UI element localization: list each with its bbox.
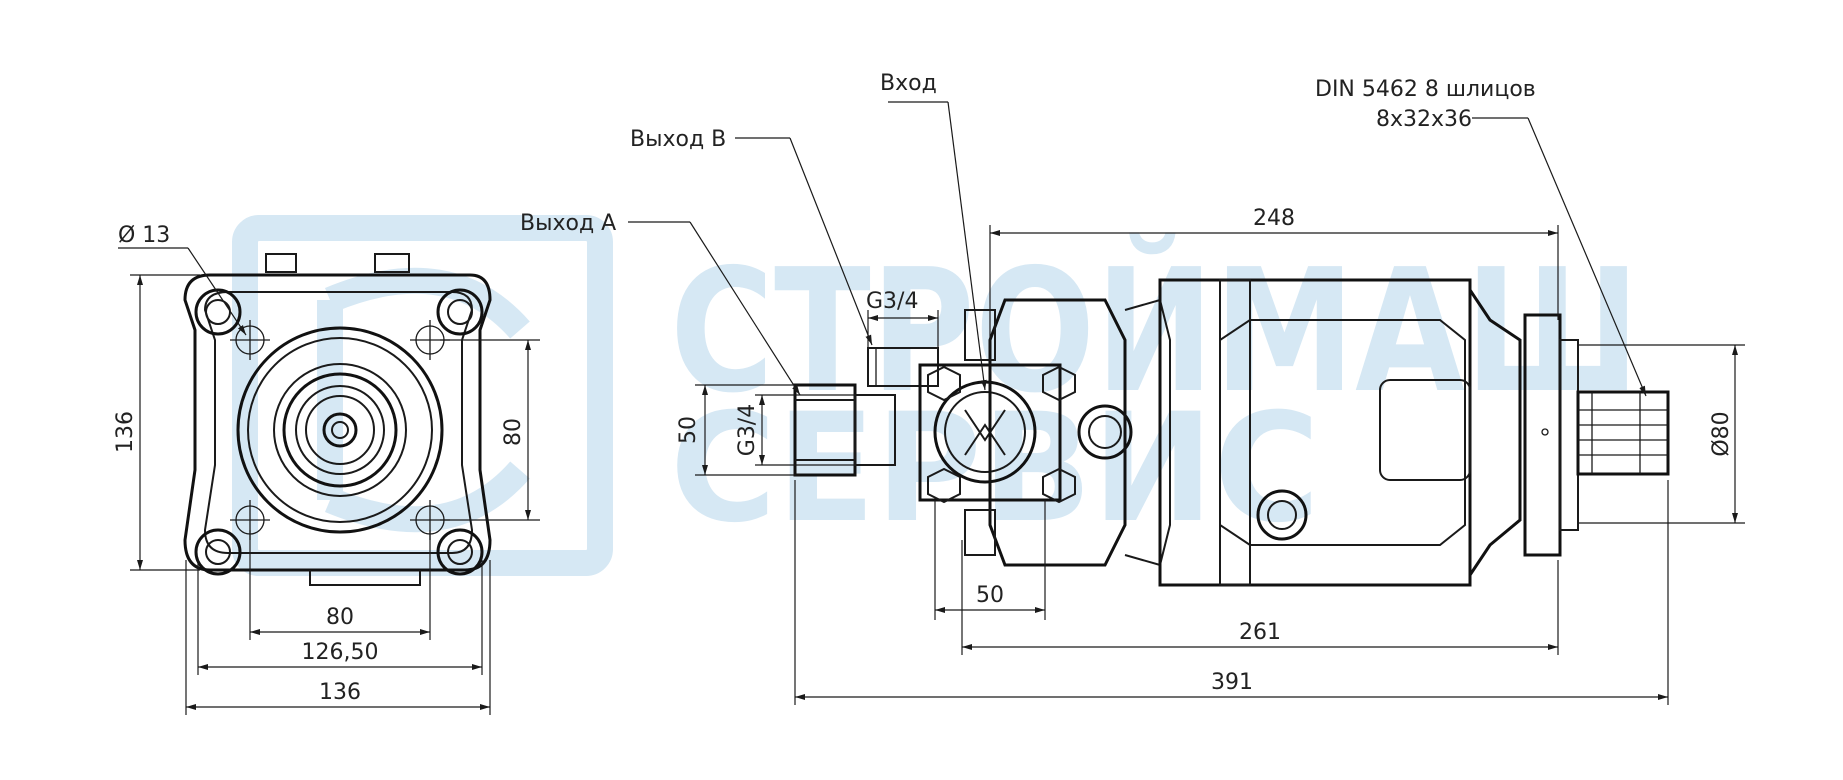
side-dimensions bbox=[628, 101, 1745, 705]
dim-overall-width: 136 bbox=[319, 680, 361, 705]
dim-body-length: 248 bbox=[1253, 206, 1295, 231]
label-outlet-a: Выход A bbox=[520, 211, 616, 236]
label-thread-top: G3/4 bbox=[866, 289, 918, 314]
front-view bbox=[183, 253, 492, 586]
dim-port-height: 50 bbox=[676, 416, 701, 444]
label-spline-line1: DIN 5462 8 шлицов bbox=[1315, 77, 1536, 102]
dim-front-height: 136 bbox=[113, 411, 138, 453]
label-spline-line2: 8x32x36 bbox=[1376, 107, 1472, 132]
dim-overall-length: 391 bbox=[1211, 670, 1253, 695]
dim-bolt-spacing-h: 80 bbox=[326, 605, 354, 630]
label-diameter-hole: Ø 13 bbox=[118, 223, 170, 248]
dim-flange-width: 126,50 bbox=[302, 640, 379, 665]
bolt-top-right bbox=[436, 288, 484, 336]
label-inlet: Вход bbox=[880, 71, 937, 96]
bolt-bottom-right bbox=[436, 528, 484, 576]
front-dimensions bbox=[118, 247, 540, 715]
label-thread-side: G3/4 bbox=[735, 404, 760, 456]
label-shaft-diameter: Ø80 bbox=[1709, 411, 1734, 456]
dim-bolt-spacing-v: 80 bbox=[501, 418, 526, 446]
bolt-bottom-left bbox=[194, 528, 242, 576]
side-view bbox=[793, 278, 1670, 587]
label-outlet-b: Выход B bbox=[630, 127, 726, 152]
dim-port-width: 50 bbox=[976, 583, 1004, 608]
dim-length-261: 261 bbox=[1239, 620, 1281, 645]
watermark-line1: СТРОЙМАШ bbox=[670, 232, 1640, 431]
